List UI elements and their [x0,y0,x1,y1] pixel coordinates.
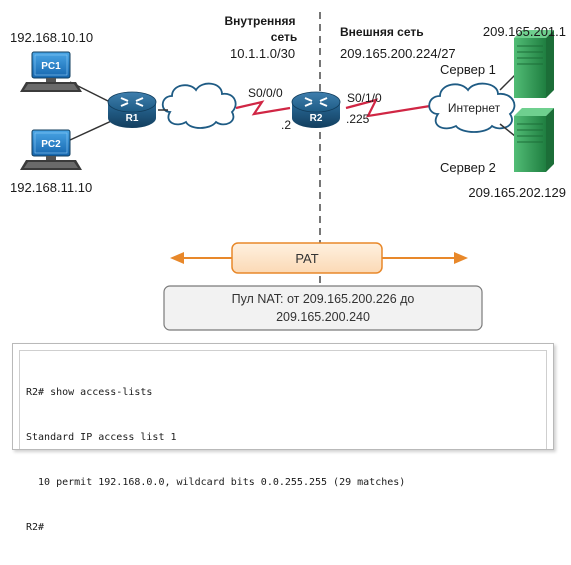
pat-label: PAT [295,251,318,266]
pc1-ip-label: 192.168.10.10 [10,30,93,45]
server1-ip-label: 209.165.201.1 [483,24,566,39]
cli-line: R2# show access-lists [26,387,153,398]
router-r1-icon: R1 [107,91,157,128]
server1-icon [514,30,554,98]
nat-pool-box [163,285,483,331]
interface-s000-label: S0/0/0 [248,86,283,100]
cli-line: 10 permit 192.168.0.0, wildcard bits 0.0… [26,477,406,488]
pc1-label: PC1 [41,61,61,72]
pc2-icon: PC2 [20,129,82,170]
server1-name-label: Сервер 1 [440,62,496,77]
serial-link-outside [345,98,431,118]
r1-label: R1 [126,113,139,124]
host-225-label: .225 [346,112,370,126]
server2-name-label: Сервер 2 [440,160,496,175]
inside-network-title-2: сеть [271,30,297,44]
inside-network-title-1: Внутренняя [224,14,295,28]
outside-network-title: Внешняя сеть [340,25,424,39]
outside-network-address: 209.165.200.224/27 [340,46,456,61]
wan-cloud [161,82,237,129]
network-diagram: Интернет PC1 PC2 R1 R2 [10,12,566,331]
cli-line: R2# [26,522,45,533]
pc2-label: PC2 [41,139,61,150]
r2-label: R2 [310,113,323,124]
host-2-label: .2 [281,118,291,132]
pat-box [231,242,383,274]
cli-output-panel: R2# show access-lists Standard IP access… [12,343,554,533]
inside-network-address: 10.1.1.0/30 [230,46,295,61]
server2-ip-label: 209.165.202.129 [468,185,566,200]
internet-label: Интернет [448,101,501,115]
pc1-icon: PC1 [20,51,82,92]
cli-output: R2# show access-lists Standard IP access… [19,350,547,533]
nat-pool-line2: 209.165.200.240 [276,310,370,324]
pc2-ip-label: 192.168.11.10 [10,180,92,195]
nat-pool-line1: Пул NAT: от 209.165.200.226 до [232,292,415,306]
server2-icon [514,108,554,172]
cli-line: Standard IP access list 1 [26,432,177,443]
interface-s010-label: S0/1/0 [347,91,382,105]
router-r2-icon: R2 [291,91,341,128]
serial-link-inside [235,100,291,116]
internet-cloud [428,82,516,133]
